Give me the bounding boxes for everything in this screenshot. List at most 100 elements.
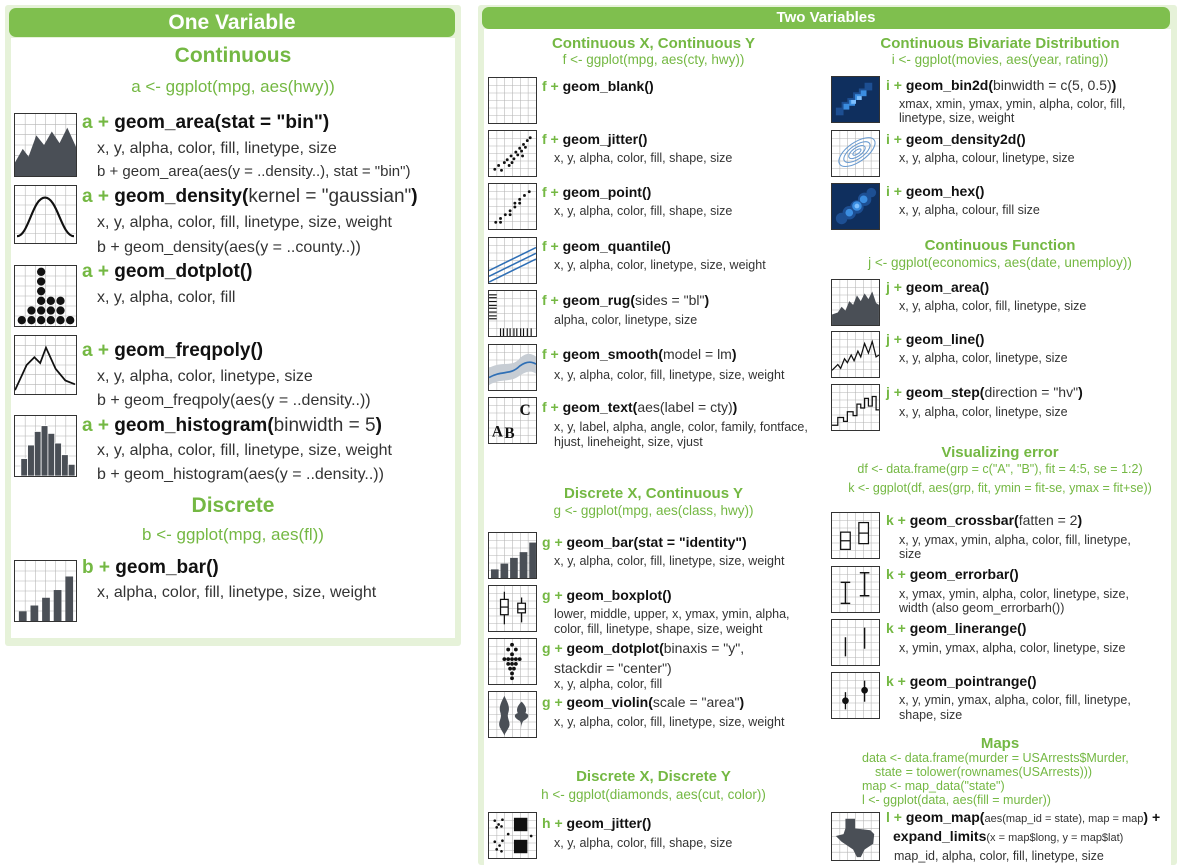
item-signature: f + geom_text(aes(label = cty)) — [542, 399, 738, 415]
item-signature: l + geom_map(aes(map_id = state), map = … — [886, 809, 1161, 825]
jitter-icon — [488, 130, 537, 177]
item-signature: f + geom_quantile() — [542, 238, 671, 254]
text-icon-letter-c: C — [520, 402, 531, 419]
item-signature: j + geom_step(direction = "hv") — [886, 384, 1083, 400]
item-aesthetics: x, y, alpha, color, fill, linetype, size… — [554, 554, 785, 568]
discrete-x-discrete-y-code: h <- ggplot(diamonds, aes(cut, color)) — [541, 787, 766, 802]
item-signature: k + geom_errorbar() — [886, 566, 1019, 582]
discrete-heading: Discrete — [191, 494, 275, 517]
item-aesthetics-continued: shape, size — [899, 708, 963, 722]
item-signature: g + geom_dotplot(binaxis = "y", — [542, 640, 745, 656]
bin2d-icon — [831, 76, 880, 123]
item-signature: g + geom_violin(scale = "area") — [542, 694, 745, 710]
item-aesthetics: x, y, alpha, color, linetype, size — [899, 351, 1068, 365]
maps-code-3: map <- map_data("state") — [862, 779, 1005, 793]
density2d-icon — [831, 130, 880, 177]
item-signature: h + geom_jitter() — [542, 815, 652, 831]
maps-code-2: state = tolower(rownames(USArrests))) — [875, 765, 1093, 779]
binned-dotplot-icon — [488, 638, 537, 685]
item-signature: j + geom_area() — [886, 279, 990, 295]
item-signature: a + geom_dotplot() — [82, 261, 253, 282]
item-signature: i + geom_hex() — [886, 183, 985, 199]
visualizing-error-heading: Visualizing error — [941, 444, 1059, 461]
item-aesthetics: x, y, alpha, color, fill, shape, size — [554, 836, 733, 850]
quantile-icon — [488, 237, 537, 284]
continuous-bivariate-code: i <- ggplot(movies, aes(year, rating)) — [891, 52, 1109, 67]
two-variables-content — [484, 29, 1171, 865]
two-variables-banner: Two Variables — [482, 7, 1170, 29]
item-aesthetics: x, y, alpha, color, fill — [97, 289, 236, 306]
bar-plot-icon — [14, 560, 77, 622]
maps-code-4: l <- ggplot(data, aes(fill = murder)) — [862, 793, 1051, 807]
violin-icon — [488, 691, 537, 738]
item-aesthetics: x, y, label, alpha, angle, color, family… — [554, 420, 808, 434]
item-signature: k + geom_linerange() — [886, 620, 1027, 636]
item-signature: b + geom_bar() — [82, 557, 219, 578]
hex-icon — [831, 183, 880, 230]
maps-code-1: data <- data.frame(murder = USArrests$Mu… — [862, 751, 1129, 765]
item-aesthetics: x, ymax, ymin, alpha, color, linetype, s… — [899, 587, 1129, 601]
item-aesthetics: x, y, alpha, color, fill — [554, 677, 663, 691]
item-aesthetics-continued: color, fill, linetype, shape, size, weig… — [554, 622, 763, 636]
item-alternative: b + geom_histogram(aes(y = ..density..)) — [97, 466, 384, 483]
item-aesthetics: lower, middle, upper, x, ymax, ymin, alp… — [554, 607, 790, 621]
linerange-icon — [831, 619, 880, 666]
item-signature: f + geom_rug(sides = "bl") — [542, 292, 710, 308]
item-aesthetics-continued: hjust, lineheight, size, vjust — [554, 435, 703, 449]
texas-map-icon — [831, 812, 880, 861]
item-aesthetics: x, y, ymin, ymax, alpha, color, fill, li… — [899, 693, 1131, 707]
continuous-x-continuous-y-heading: Continuous X, Continuous Y — [551, 35, 756, 52]
item-aesthetics-continued: size — [899, 547, 922, 561]
visualizing-error-code-2: k <- ggplot(df, aes(grp, fit, ymin = fit… — [848, 481, 1152, 495]
item-aesthetics: x, y, alpha, color, fill, shape, size — [554, 151, 733, 165]
item-signature: a + geom_density(kernel = "gaussian") — [82, 186, 418, 207]
continuous-function-heading: Continuous Function — [924, 237, 1076, 254]
pointrange-icon — [831, 672, 880, 719]
continuous-x-continuous-y-code: f <- ggplot(mpg, aes(cty, hwy)) — [562, 52, 745, 67]
line-icon — [831, 331, 880, 378]
item-aesthetics: x, y, alpha, color, fill, linetype, size… — [554, 368, 785, 382]
item-signature: i + geom_bin2d(binwidth = c(5, 0.5)) — [886, 77, 1117, 93]
item-aesthetics: x, y, alpha, color, fill, linetype, size… — [554, 715, 785, 729]
discrete-code: b <- ggplot(mpg, aes(fl)) — [142, 525, 324, 544]
item-alternative: b + geom_area(aes(y = ..density..), stat… — [97, 163, 411, 180]
one-variable-banner: One Variable — [9, 8, 455, 37]
item-aesthetics: x, y, alpha, colour, fill size — [899, 203, 1040, 217]
item-signature: k + geom_crossbar(fatten = 2) — [886, 512, 1083, 528]
item-signature: a + geom_histogram(binwidth = 5) — [82, 415, 382, 436]
smooth-icon — [488, 344, 537, 391]
item-signature: a + geom_freqpoly() — [82, 340, 264, 361]
item-alternative: b + geom_freqpoly(aes(y = ..density..)) — [97, 392, 371, 409]
discrete-x-discrete-y-heading: Discrete X, Discrete Y — [576, 768, 731, 785]
rug-icon — [488, 290, 537, 337]
item-aesthetics: x, y, alpha, color, fill, linetype, size… — [97, 442, 392, 459]
discrete-x-continuous-y-code: g <- ggplot(mpg, aes(class, hwy)) — [553, 503, 754, 518]
item-signature: j + geom_line() — [886, 331, 985, 347]
one-variable-content — [11, 38, 455, 638]
item-aesthetics: x, y, alpha, color, linetype, size — [899, 405, 1068, 419]
boxplot-icon — [488, 585, 537, 632]
item-aesthetics: x, y, ymax, ymin, alpha, color, fill, li… — [899, 533, 1131, 547]
item-signature: a + geom_area(stat = "bin") — [82, 112, 330, 133]
item-signature-continued: stackdir = "center") — [554, 660, 672, 676]
continuous-function-code: j <- ggplot(economics, aes(date, unemplo… — [868, 255, 1132, 270]
item-aesthetics-continued: linetype, size, weight — [899, 111, 1015, 125]
step-icon — [831, 384, 880, 431]
item-aesthetics: x, y, alpha, color, fill, linetype, size — [899, 299, 1087, 313]
item-aesthetics: alpha, color, linetype, size — [554, 313, 698, 327]
item-signature: f + geom_jitter() — [542, 131, 648, 147]
item-signature: f + geom_blank() — [542, 78, 654, 94]
crossbar-icon — [831, 512, 880, 559]
continuous-bivariate-heading: Continuous Bivariate Distribution — [880, 35, 1120, 52]
discrete-jitter-icon — [488, 812, 537, 859]
item-signature: f + geom_smooth(model = lm) — [542, 346, 737, 362]
area-plot-icon — [14, 113, 77, 177]
item-aesthetics: map_id, alpha, color, fill, linetype, si… — [894, 849, 1104, 863]
item-aesthetics: x, y, alpha, color, fill, linetype, size… — [97, 214, 392, 231]
item-signature-continued: expand_limits(x = map$long, y = map$lat) — [893, 828, 1124, 844]
maps-heading: Maps — [980, 735, 1020, 752]
item-signature: i + geom_density2d() — [886, 131, 1026, 147]
function-area-icon — [831, 279, 880, 326]
continuous-code: a <- ggplot(mpg, aes(hwy)) — [131, 77, 335, 96]
